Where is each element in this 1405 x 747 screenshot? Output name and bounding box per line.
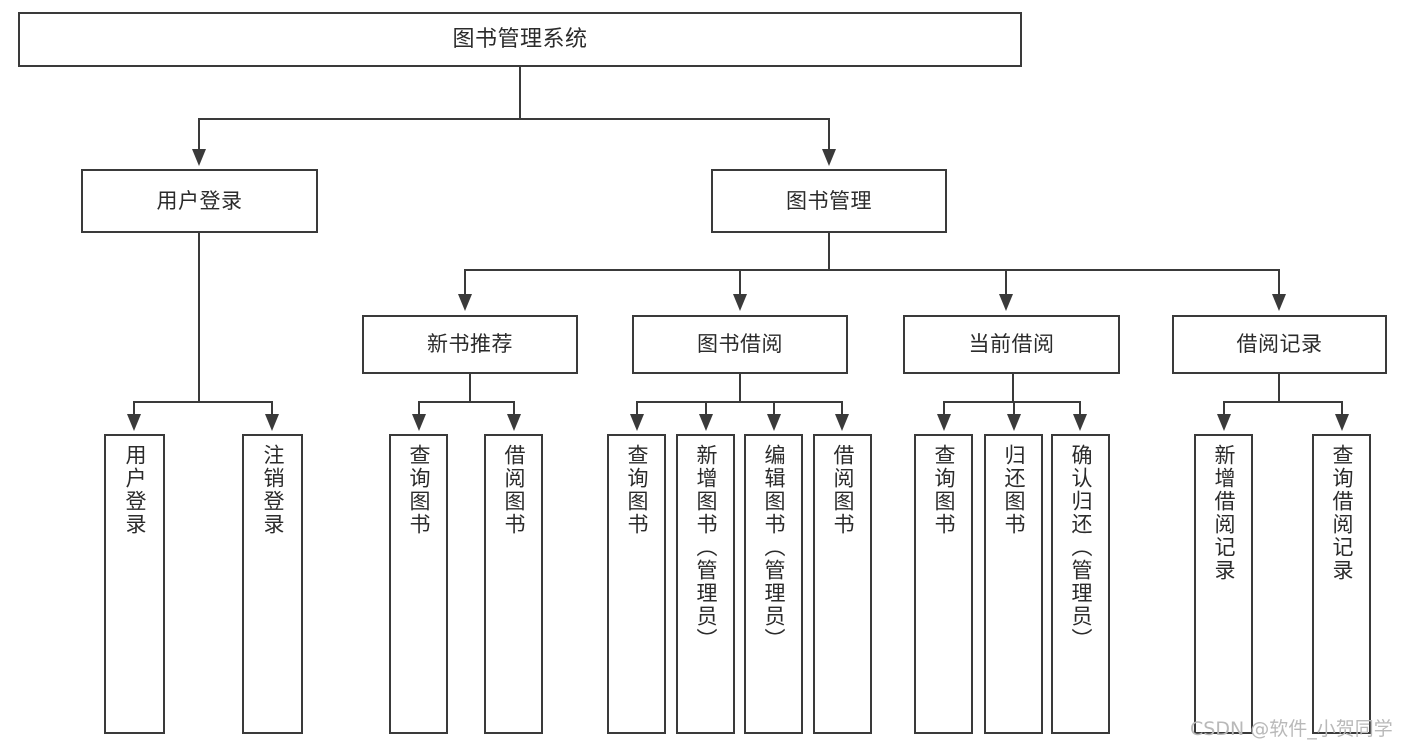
leaf-borrow-record-1-label: 查询借阅记录 — [1330, 444, 1354, 582]
leaf-new-book-rec-0[interactable]: 查询图书 — [389, 434, 448, 734]
connector-user-login-stem — [198, 233, 200, 401]
connector-new-book-rec-bus — [418, 401, 513, 403]
leaf-current-borrow-0[interactable]: 查询图书 — [914, 434, 973, 734]
leaf-current-borrow-0-label: 查询图书 — [932, 444, 956, 536]
connector-root-bus — [198, 118, 830, 120]
connector-root-stem — [519, 67, 521, 118]
node-book-borrow[interactable]: 图书借阅 — [632, 315, 848, 374]
csdn-watermark: CSDN @软件_小贺同学 — [1190, 718, 1393, 740]
connector-book-manage-to-borrow-record — [1278, 269, 1280, 296]
node-borrow-record[interactable]: 借阅记录 — [1172, 315, 1387, 374]
node-root-system[interactable]: 图书管理系统 — [18, 12, 1022, 67]
arrow-book-borrow-to-leaf-3 — [835, 414, 849, 431]
node-user-login[interactable]: 用户登录 — [81, 169, 318, 233]
leaf-book-borrow-2[interactable]: 编辑图书（管理员） — [744, 434, 803, 734]
connector-user-login-bus — [133, 401, 271, 403]
connector-book-borrow-bus — [636, 401, 843, 403]
connector-book-manage-to-book-borrow — [739, 269, 741, 296]
connector-book-borrow-to-leaf-2 — [773, 401, 775, 416]
leaf-current-borrow-2[interactable]: 确认归还（管理员） — [1051, 434, 1110, 734]
arrow-book-borrow-to-leaf-1 — [699, 414, 713, 431]
arrow-root-to-user-login — [192, 149, 206, 166]
connector-user-login-to-leaf-0 — [133, 401, 135, 416]
arrow-book-manage-to-current-borrow — [999, 294, 1013, 311]
arrow-book-manage-to-borrow-record — [1272, 294, 1286, 311]
leaf-book-borrow-1[interactable]: 新增图书（管理员） — [676, 434, 735, 734]
leaf-new-book-rec-0-label: 查询图书 — [407, 444, 431, 536]
connector-current-borrow-bus — [943, 401, 1081, 403]
connector-borrow-record-to-leaf-1 — [1341, 401, 1343, 416]
connector-current-borrow-stem — [1012, 374, 1014, 401]
arrow-current-borrow-to-leaf-0 — [937, 414, 951, 431]
connector-book-borrow-to-leaf-3 — [841, 401, 843, 416]
leaf-book-borrow-2-label: 编辑图书（管理员） — [762, 444, 786, 651]
connector-root-to-user-login — [198, 118, 200, 151]
node-current-borrow-label: 当前借阅 — [968, 332, 1055, 357]
leaf-user-login-0-label: 用户登录 — [123, 444, 147, 536]
node-new-book-rec-label: 新书推荐 — [427, 332, 513, 357]
connector-new-book-rec-stem — [469, 374, 471, 401]
arrow-user-login-to-leaf-0 — [127, 414, 141, 431]
leaf-borrow-record-1[interactable]: 查询借阅记录 — [1312, 434, 1371, 734]
node-book-borrow-label: 图书借阅 — [697, 332, 783, 357]
arrow-book-borrow-to-leaf-0 — [630, 414, 644, 431]
arrow-current-borrow-to-leaf-2 — [1073, 414, 1087, 431]
connector-new-book-rec-to-leaf-0 — [418, 401, 420, 416]
arrow-borrow-record-to-leaf-0 — [1217, 414, 1231, 431]
node-book-manage-label: 图书管理 — [786, 188, 872, 213]
connector-borrow-record-to-leaf-0 — [1223, 401, 1225, 416]
node-root-system-label: 图书管理系统 — [452, 26, 588, 52]
arrow-new-book-rec-to-leaf-1 — [507, 414, 521, 431]
arrow-root-to-book-manage — [822, 149, 836, 166]
connector-book-borrow-stem — [739, 374, 741, 401]
node-user-login-label: 用户登录 — [156, 188, 243, 213]
leaf-book-borrow-0-label: 查询图书 — [625, 444, 649, 536]
leaf-user-login-1[interactable]: 注销登录 — [242, 434, 303, 734]
arrow-book-manage-to-new-book-rec — [458, 294, 472, 311]
connector-current-borrow-to-leaf-0 — [943, 401, 945, 416]
leaf-book-borrow-0[interactable]: 查询图书 — [607, 434, 666, 734]
connector-user-login-to-leaf-1 — [271, 401, 273, 416]
connector-book-manage-stem — [828, 233, 830, 269]
leaf-current-borrow-1-label: 归还图书 — [1002, 444, 1026, 536]
leaf-user-login-1-label: 注销登录 — [261, 444, 285, 536]
connector-root-to-book-manage — [828, 118, 830, 151]
leaf-book-borrow-1-label: 新增图书（管理员） — [694, 444, 718, 651]
leaf-new-book-rec-1-label: 借阅图书 — [502, 444, 526, 536]
arrow-current-borrow-to-leaf-1 — [1007, 414, 1021, 431]
leaf-new-book-rec-1[interactable]: 借阅图书 — [484, 434, 543, 734]
connector-current-borrow-to-leaf-1 — [1013, 401, 1015, 416]
leaf-current-borrow-2-label: 确认归还（管理员） — [1069, 444, 1093, 651]
leaf-book-borrow-3-label: 借阅图书 — [831, 444, 855, 536]
connector-current-borrow-to-leaf-2 — [1079, 401, 1081, 416]
node-current-borrow[interactable]: 当前借阅 — [903, 315, 1120, 374]
connector-book-borrow-to-leaf-1 — [705, 401, 707, 416]
connector-borrow-record-bus — [1223, 401, 1343, 403]
arrow-user-login-to-leaf-1 — [265, 414, 279, 431]
arrow-book-manage-to-book-borrow — [733, 294, 747, 311]
connector-book-borrow-to-leaf-0 — [636, 401, 638, 416]
connector-new-book-rec-to-leaf-1 — [513, 401, 515, 416]
arrow-borrow-record-to-leaf-1 — [1335, 414, 1349, 431]
leaf-borrow-record-0-label: 新增借阅记录 — [1212, 444, 1236, 582]
node-new-book-rec[interactable]: 新书推荐 — [362, 315, 578, 374]
connector-book-manage-to-current-borrow — [1005, 269, 1007, 296]
connector-book-manage-to-new-book-rec — [464, 269, 466, 296]
node-borrow-record-label: 借阅记录 — [1236, 332, 1323, 357]
arrow-book-borrow-to-leaf-2 — [767, 414, 781, 431]
leaf-book-borrow-3[interactable]: 借阅图书 — [813, 434, 872, 734]
arrow-new-book-rec-to-leaf-0 — [412, 414, 426, 431]
leaf-current-borrow-1[interactable]: 归还图书 — [984, 434, 1043, 734]
leaf-user-login-0[interactable]: 用户登录 — [104, 434, 165, 734]
connector-book-manage-bus — [464, 269, 1280, 271]
connector-borrow-record-stem — [1278, 374, 1280, 401]
leaf-borrow-record-0[interactable]: 新增借阅记录 — [1194, 434, 1253, 734]
node-book-manage[interactable]: 图书管理 — [711, 169, 947, 233]
